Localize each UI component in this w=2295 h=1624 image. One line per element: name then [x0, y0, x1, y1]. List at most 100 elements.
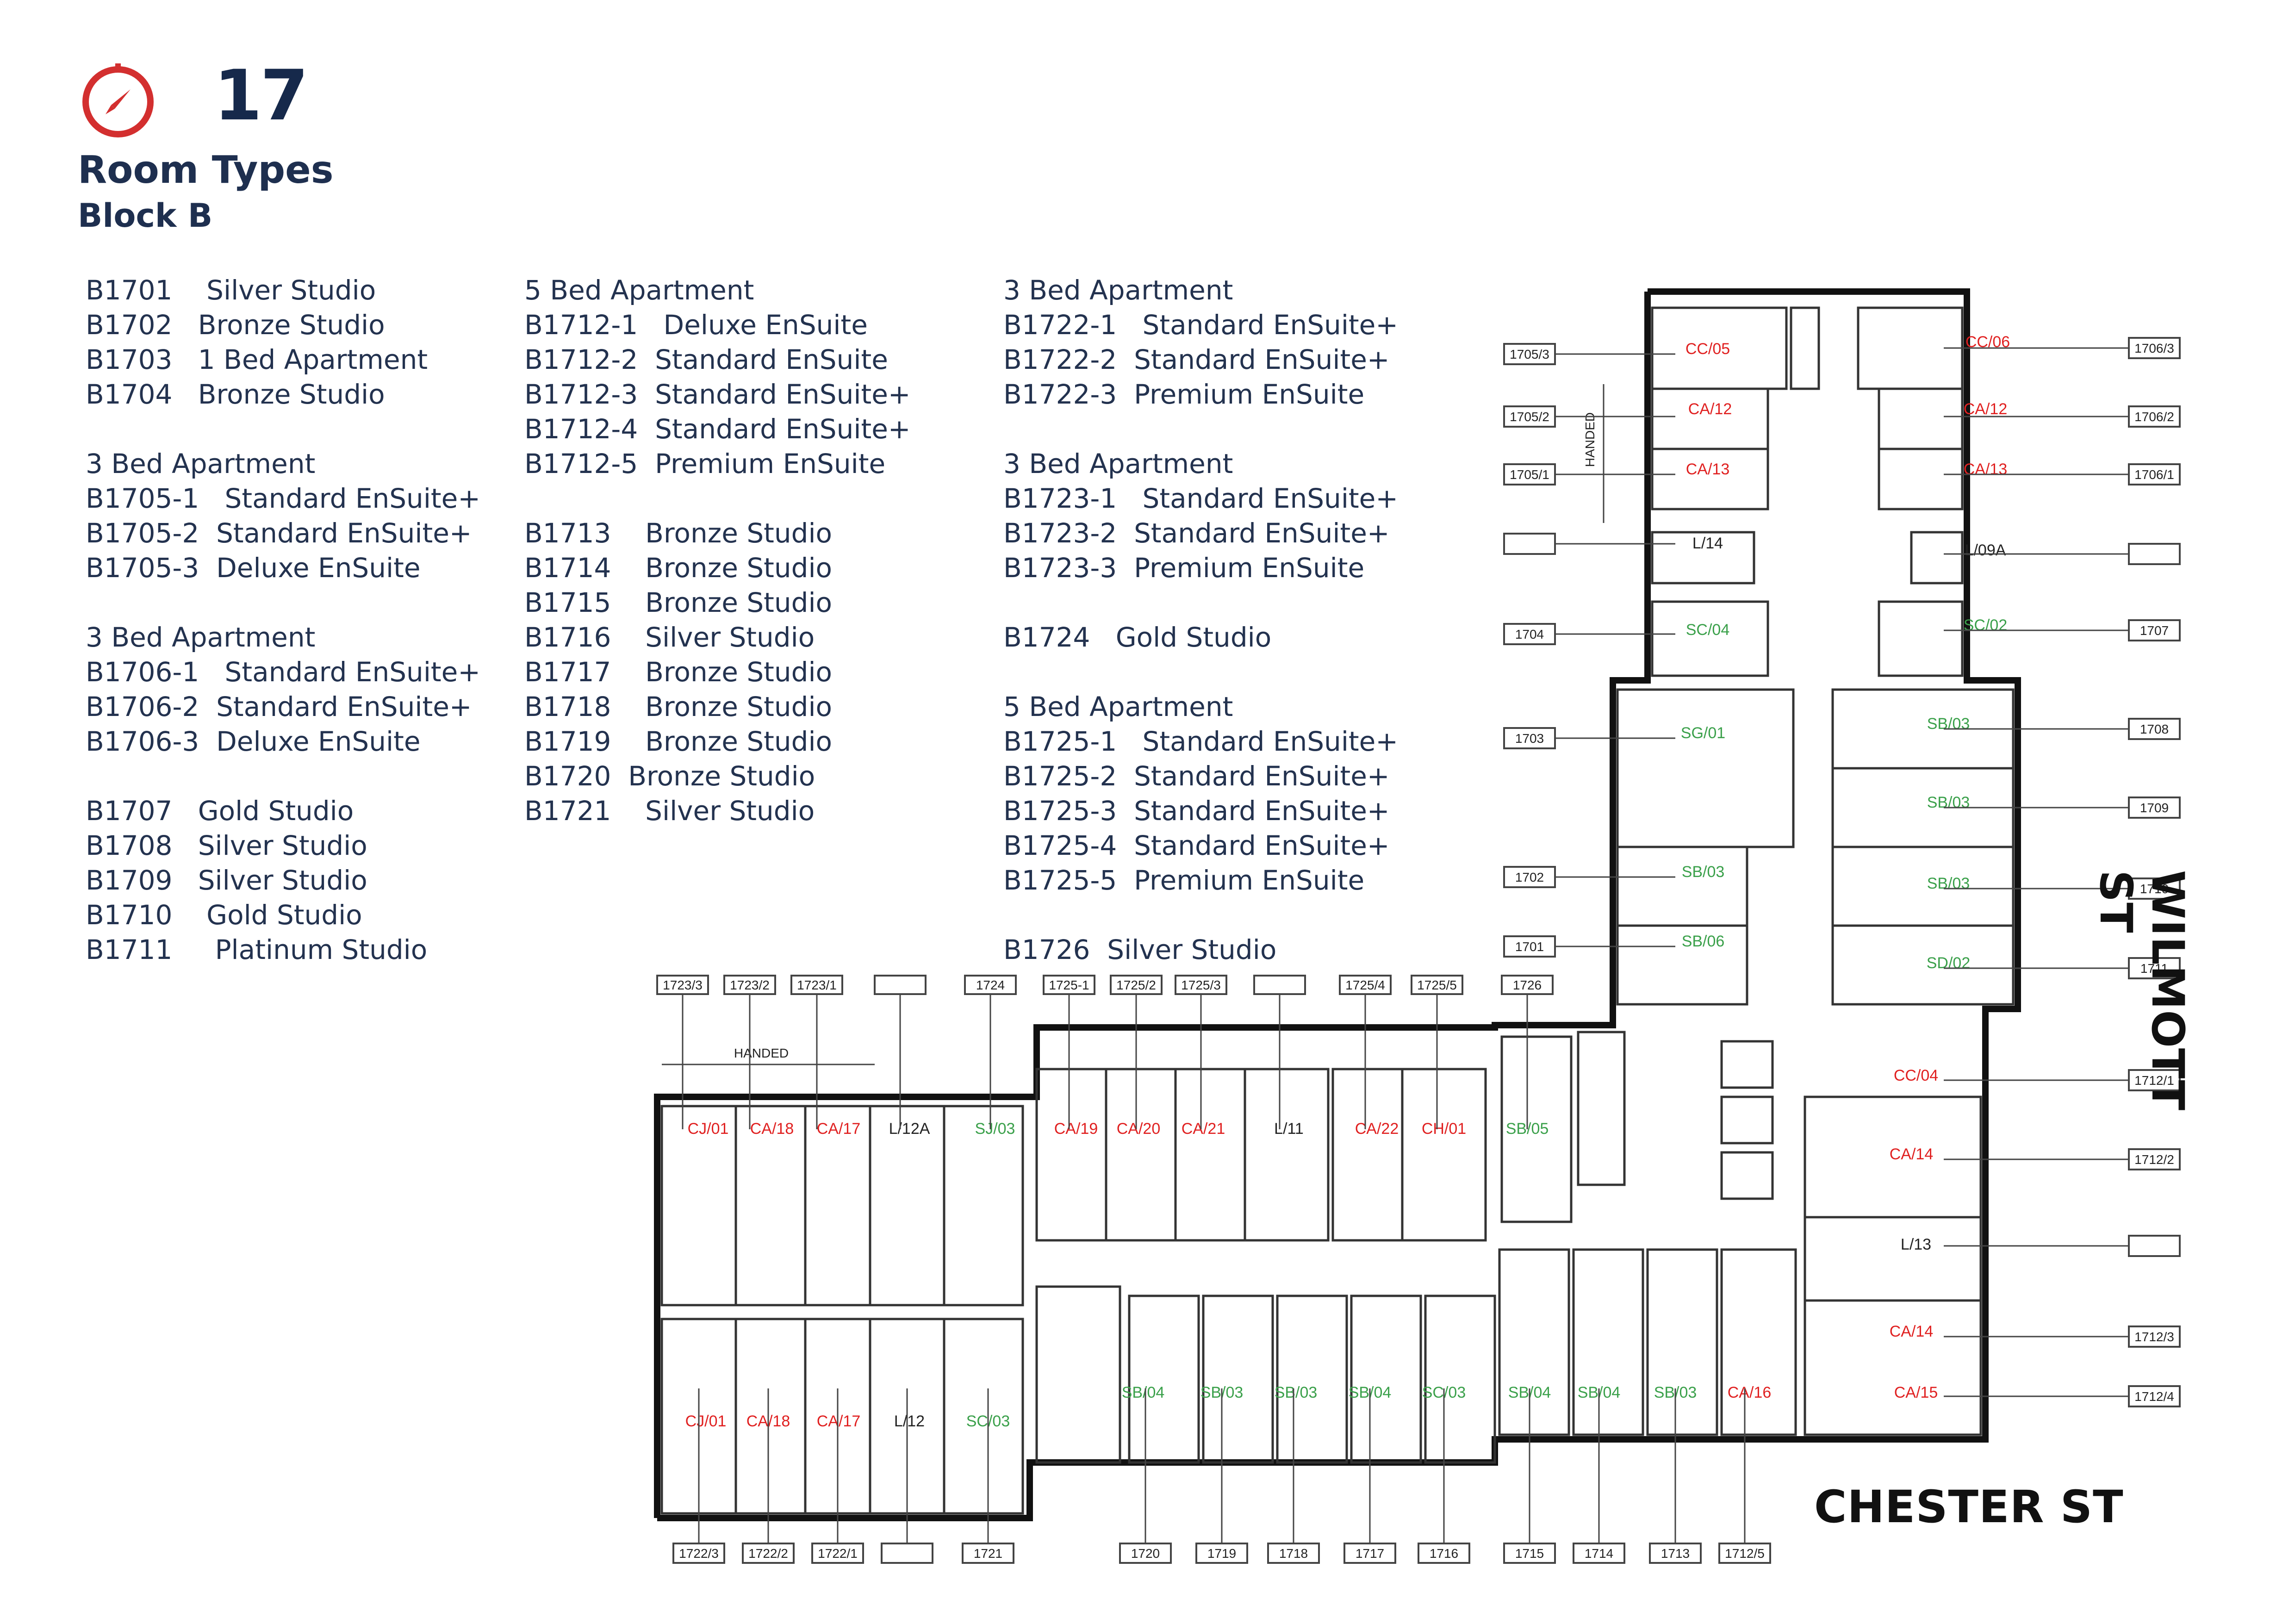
unit-tag-label: 1723/2	[730, 978, 770, 992]
unit-tag-label: 1725/2	[1116, 978, 1156, 992]
unit-tag-label: 1714	[1585, 1546, 1613, 1561]
unit-tag-label: 1718	[1279, 1546, 1308, 1561]
unit-tag-left	[1503, 405, 1556, 428]
unit-tag-top	[1175, 975, 1227, 995]
legend-line: B1710 Gold Studio	[86, 899, 362, 931]
unit-tag-label: 1720	[1131, 1546, 1160, 1561]
unit-tag-label: 1717	[1356, 1546, 1384, 1561]
unit-tag-top	[656, 975, 709, 995]
legend-line: B1706-1 Standard EnSuite+	[86, 656, 480, 688]
legend-line: B1723-3 Premium EnSuite	[1003, 552, 1365, 584]
room-code-red: CA/19	[1054, 1120, 1098, 1138]
room-code-lift: L/12A	[889, 1120, 930, 1138]
legend-line: B1704 Bronze Studio	[86, 379, 385, 410]
room-code-green: SB/04	[1122, 1384, 1165, 1401]
unit-tag-bottom	[1343, 1543, 1396, 1564]
legend-line: B1705-3 Deluxe EnSuite	[86, 552, 421, 584]
room-code-red: CA/18	[750, 1120, 794, 1138]
legend-line: 5 Bed Apartment	[1003, 691, 1233, 722]
handed-label: HANDED	[734, 1046, 789, 1060]
legend-line: B1723-2 Standard EnSuite+	[1003, 517, 1390, 549]
legend-line: 5 Bed Apartment	[524, 274, 754, 306]
legend-line: B1722-2 Standard EnSuite+	[1003, 344, 1390, 375]
room-code-red: CA/16	[1728, 1384, 1772, 1401]
legend-line: B1721 Silver Studio	[524, 795, 815, 827]
room-code-green: SB/06	[1682, 933, 1725, 950]
unit-tag-top	[1110, 975, 1163, 995]
legend-line: B1708 Silver Studio	[86, 830, 367, 861]
unit-tag-bottom	[672, 1543, 725, 1564]
unit-tag-label: 1712/1	[2134, 1073, 2174, 1088]
unit-tag-label: 1712/5	[1725, 1546, 1765, 1561]
unit-tag-label: 1705/1	[1510, 467, 1549, 482]
unit-tag-label: 1707	[2140, 623, 2169, 638]
unit-tag-label: 1725-1	[1049, 978, 1089, 992]
unit-tag-label: 1719	[1207, 1546, 1236, 1561]
unit-tag-label: 1710	[2140, 882, 2169, 896]
room-code-lift: L/14	[1692, 535, 1723, 552]
legend-line: B1706-3 Deluxe EnSuite	[86, 726, 421, 757]
room-code-green: SC/02	[1964, 616, 2008, 634]
unit-tag-top	[874, 975, 927, 995]
legend-line: B1712-4 Standard EnSuite+	[524, 413, 911, 445]
unit-tag-label: 1716	[1430, 1546, 1458, 1561]
legend-line: B1713 Bronze Studio	[524, 517, 833, 549]
legend-line: B1712-2 Standard EnSuite	[524, 344, 888, 375]
unit-tag-label: 1715	[1515, 1546, 1544, 1561]
legend-line: B1717 Bronze Studio	[524, 656, 833, 688]
room-code-lift: L/13	[1901, 1236, 1931, 1253]
unit-tag-right	[2128, 1385, 2181, 1407]
legend-line: B1714 Bronze Studio	[524, 552, 833, 584]
unit-tag-bottom	[1418, 1543, 1470, 1564]
legend-line: B1725-1 Standard EnSuite+	[1003, 726, 1398, 757]
handed-label-vertical: HANDED	[1583, 412, 1597, 467]
unit-tag-label: 1709	[2140, 801, 2169, 815]
legend-line: B1701 Silver Studio	[86, 274, 376, 306]
unit-tag-bottom	[1503, 1543, 1556, 1564]
unit-tag-right	[2128, 619, 2181, 641]
unit-tag-label: 1713	[1661, 1546, 1690, 1561]
floor-number: 17	[214, 56, 309, 136]
unit-tag-right	[2128, 1235, 2181, 1257]
legend-line: 3 Bed Apartment	[1003, 448, 1233, 479]
legend-line: 3 Bed Apartment	[1003, 274, 1233, 306]
room-code-green: SJ/03	[975, 1120, 1015, 1138]
room-code-red: CA/22	[1355, 1120, 1399, 1138]
room-code-green: SB/03	[1927, 715, 1970, 733]
legend-line: B1707 Gold Studio	[86, 795, 354, 827]
legend-line: B1706-2 Standard EnSuite+	[86, 691, 472, 722]
room-code-red: CH/01	[1422, 1120, 1466, 1138]
room-code-green: SB/03	[1927, 794, 1970, 811]
unit-tag-label: 1711	[2140, 961, 2168, 976]
compass-icon	[82, 63, 154, 137]
unit-tag-right	[2128, 543, 2181, 565]
room-code-green: SG/01	[1681, 724, 1725, 742]
room-code-red: CA/21	[1182, 1120, 1225, 1138]
unit-tag-label: 1706/2	[2134, 410, 2174, 424]
unit-tag-top	[790, 975, 843, 995]
room-code-green: SD/02	[1927, 954, 1971, 972]
unit-tag-label: 1723/3	[663, 978, 703, 992]
unit-tag-label: 1722/1	[818, 1546, 858, 1561]
room-code-green: SB/03	[1927, 875, 1970, 892]
legend-line: B1718 Bronze Studio	[524, 691, 833, 722]
street-label-east: WILMOTT ST	[2090, 870, 2194, 1111]
room-code-lift: L/12	[894, 1412, 925, 1430]
room-code-red: CA/17	[817, 1120, 861, 1138]
legend-line: B1712-1 Deluxe EnSuite	[524, 309, 868, 341]
unit-tag-label: 1712/4	[2134, 1389, 2174, 1404]
room-code-lift: L/11	[1274, 1120, 1304, 1138]
unit-tag-left	[1503, 866, 1556, 888]
legend-line: B1712-5 Premium EnSuite	[524, 448, 886, 479]
unit-tag-label: 1724	[976, 978, 1005, 992]
unit-tag-right	[2128, 957, 2181, 979]
legend-line: B1725-3 Standard EnSuite+	[1003, 795, 1390, 827]
unit-tag-bottom	[1195, 1543, 1248, 1564]
unit-tag-right	[2128, 718, 2181, 740]
unit-tag-label: 1712/3	[2134, 1330, 2174, 1344]
room-code-red: CC/04	[1894, 1067, 1938, 1084]
legend-line: B1720 Bronze Studio	[524, 760, 815, 792]
page-subtitle: Block B	[78, 197, 213, 235]
